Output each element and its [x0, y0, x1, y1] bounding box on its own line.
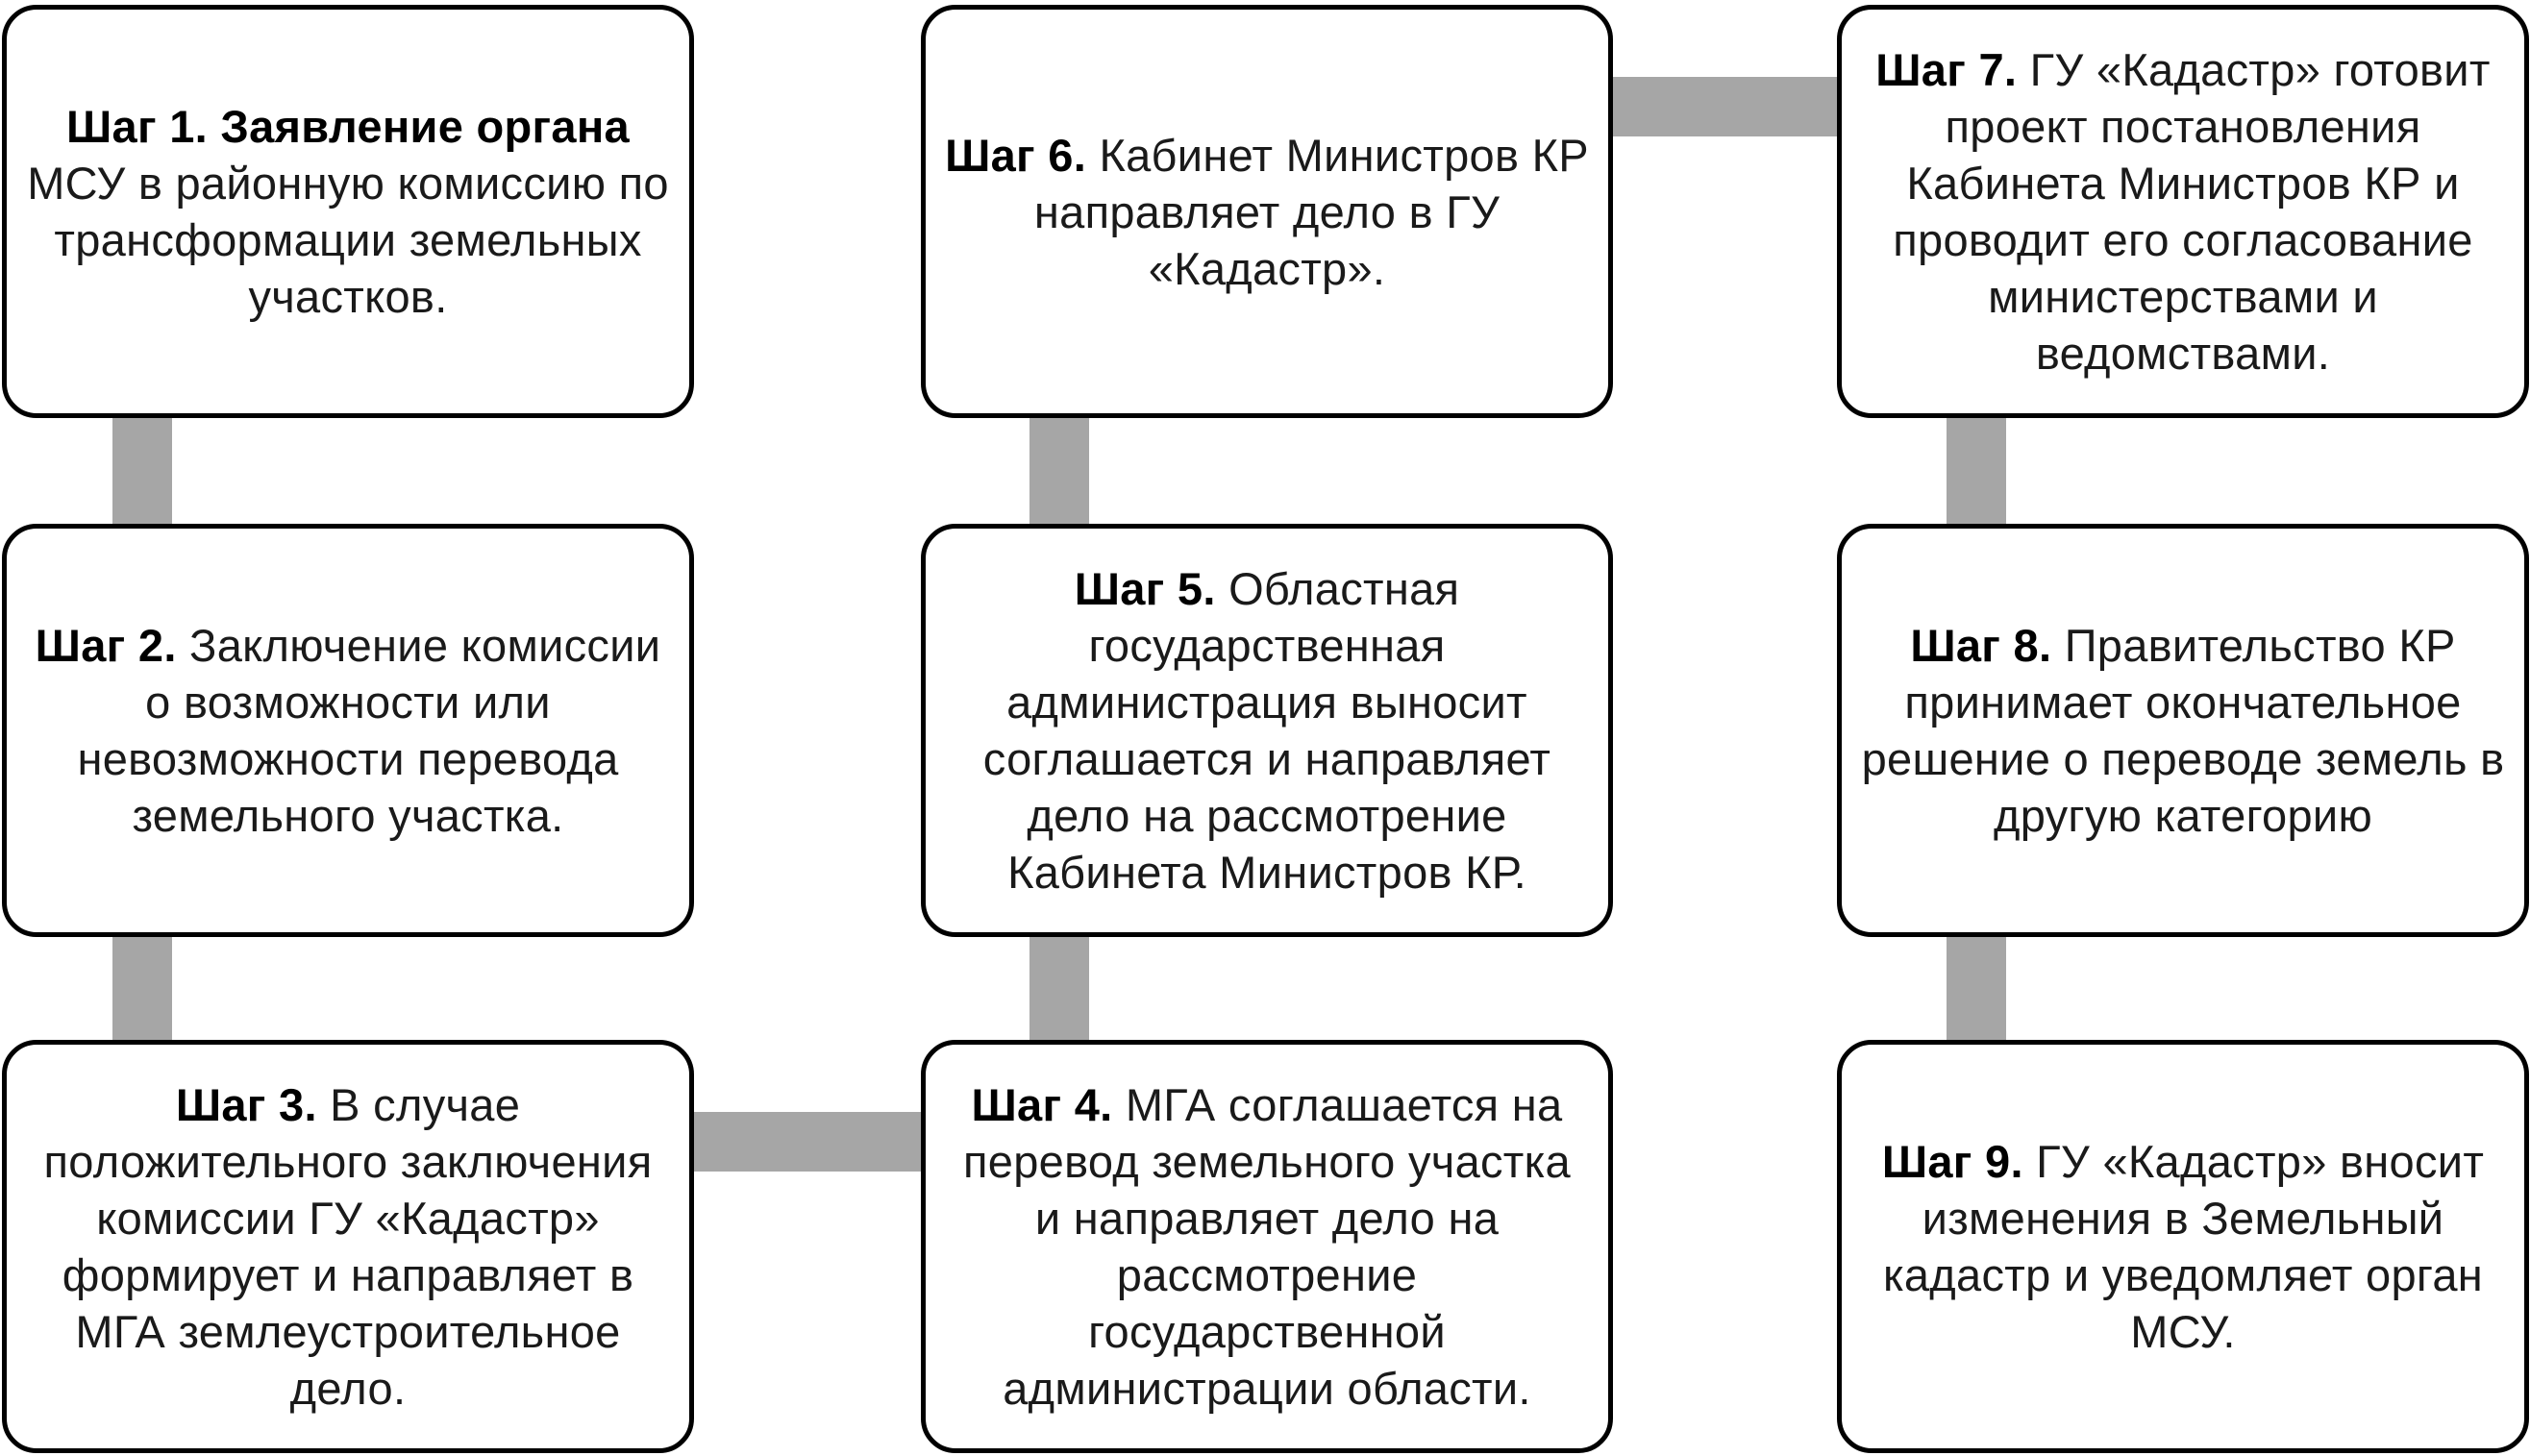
step-4-text: Шаг 4. МГА соглашается на перевод земель…	[945, 1076, 1589, 1417]
connector-step-1-to-2	[112, 418, 172, 524]
step-5-box: Шаг 5. Областная государственная админис…	[921, 524, 1613, 937]
step-7-text: Шаг 7. ГУ «Кадастр» готовит проект поста…	[1861, 41, 2505, 382]
step-1-description: МСУ в районную комиссию по трансформации…	[27, 158, 669, 322]
step-8-label: Шаг 8.	[1910, 620, 2052, 671]
connector-step-6-to-7	[1613, 77, 1837, 136]
step-6-text: Шаг 6. Кабинет Министров КР направляет д…	[945, 127, 1589, 297]
step-7-label: Шаг 7.	[1875, 44, 2018, 95]
step-2-description: Заключение комиссии о возможности или не…	[77, 620, 661, 841]
connector-step-5-to-6	[1029, 418, 1089, 524]
step-2-box: Шаг 2. Заключение комиссии о возможности…	[2, 524, 694, 937]
step-6-box: Шаг 6. Кабинет Министров КР направляет д…	[921, 5, 1613, 418]
step-4-label: Шаг 4.	[971, 1079, 1113, 1130]
step-7-box: Шаг 7. ГУ «Кадастр» готовит проект поста…	[1837, 5, 2529, 418]
connector-step-7-to-8	[1947, 418, 2006, 524]
step-4-description: МГА соглашается на перевод земельного уч…	[963, 1079, 1571, 1414]
connector-step-3-to-4	[694, 1112, 921, 1172]
step-9-text: Шаг 9. ГУ «Кадастр» вносит изменения в З…	[1861, 1133, 2505, 1360]
connector-step-4-to-5	[1029, 937, 1089, 1040]
step-2-text: Шаг 2. Заключение комиссии о возможности…	[26, 617, 670, 844]
step-3-label: Шаг 3.	[175, 1079, 317, 1130]
step-2-label: Шаг 2.	[35, 620, 177, 671]
connector-step-8-to-9	[1947, 937, 2006, 1040]
step-8-text: Шаг 8. Правительство КР принимает оконча…	[1861, 617, 2505, 844]
step-5-label: Шаг 5.	[1074, 563, 1216, 614]
step-4-box: Шаг 4. МГА соглашается на перевод земель…	[921, 1040, 1613, 1453]
step-1-label: Шаг 1.	[66, 101, 209, 152]
step-1-lead-bold: Заявление органа	[220, 101, 630, 152]
step-6-label: Шаг 6.	[945, 129, 1087, 181]
step-3-text: Шаг 3. В случае положительного заключени…	[26, 1076, 670, 1417]
step-9-box: Шаг 9. ГУ «Кадастр» вносит изменения в З…	[1837, 1040, 2529, 1453]
step-5-text: Шаг 5. Областная государственная админис…	[945, 560, 1589, 901]
step-8-box: Шаг 8. Правительство КР принимает оконча…	[1837, 524, 2529, 937]
step-9-description: ГУ «Кадастр» вносит изменения в Земельны…	[1882, 1136, 2485, 1357]
step-5-description: Областная государственная администрация …	[982, 563, 1551, 898]
step-9-label: Шаг 9.	[1881, 1136, 2023, 1187]
step-6-description: Кабинет Министров КР направляет дело в Г…	[1033, 129, 1589, 294]
step-3-box: Шаг 3. В случае положительного заключени…	[2, 1040, 694, 1453]
connector-step-2-to-3	[112, 937, 172, 1040]
step-8-description: Правительство КР принимает окончательное…	[1861, 620, 2505, 841]
step-3-description: В случае положительного заключения комис…	[43, 1079, 653, 1414]
step-7-description: ГУ «Кадастр» готовит проект постановлени…	[1893, 44, 2491, 379]
